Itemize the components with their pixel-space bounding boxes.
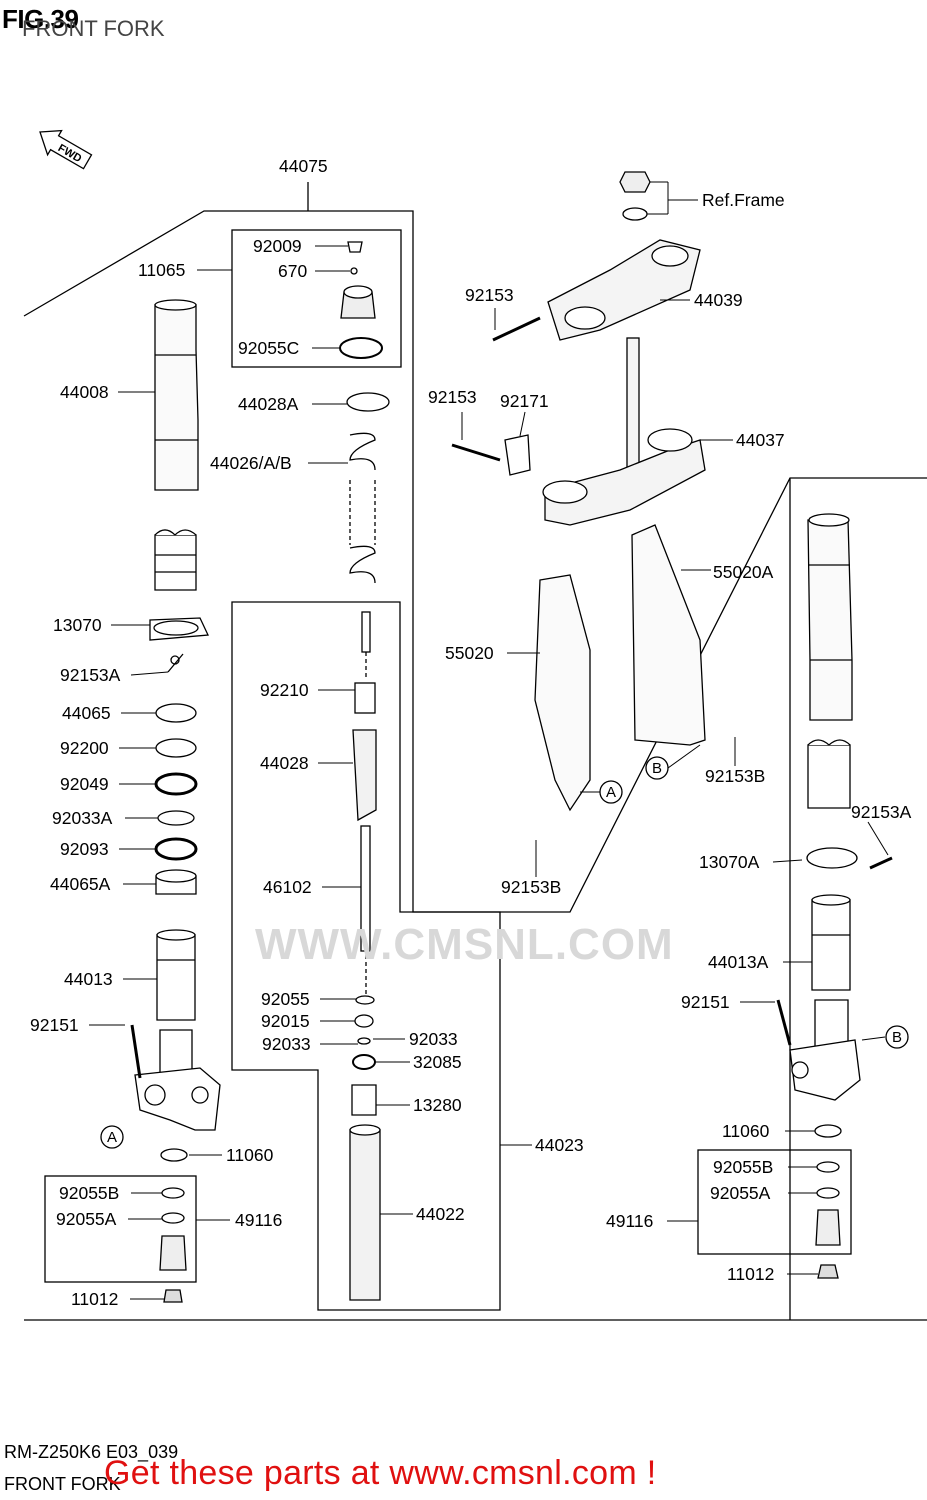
part-92009[interactable]: 92009 (253, 236, 302, 256)
part-55020[interactable]: 55020 (445, 643, 494, 663)
part-92153a-right[interactable]: 92153A (851, 802, 912, 822)
part-92033-b[interactable]: 92033 (262, 1034, 311, 1054)
part-92093[interactable]: 92093 (60, 839, 109, 859)
part-11012-right[interactable]: 11012 (727, 1264, 775, 1284)
fig-title: FRONT FORK (22, 16, 165, 41)
part-49116-left[interactable]: 49116 (235, 1210, 283, 1230)
part-11060-right[interactable]: 11060 (722, 1121, 770, 1141)
part-670[interactable]: 670 (278, 261, 308, 281)
callout-b-guard: B (652, 760, 662, 777)
part-92171[interactable]: 92171 (500, 391, 549, 411)
callout-b-right: B (892, 1029, 902, 1046)
fwd-badge-text: FWD (56, 142, 84, 165)
part-11060-left[interactable]: 11060 (226, 1145, 274, 1165)
fig-label: FIG.39 (2, 4, 79, 34)
part-92015[interactable]: 92015 (261, 1011, 310, 1031)
callout-a-guard: A (606, 784, 616, 801)
part-32085[interactable]: 32085 (413, 1052, 462, 1072)
part-ref-frame[interactable]: Ref.Frame (702, 190, 785, 210)
part-11065[interactable]: 11065 (138, 260, 186, 280)
part-92153b-right[interactable]: 92153B (705, 766, 766, 786)
part-44065a[interactable]: 44065A (50, 874, 111, 894)
part-44075[interactable]: 44075 (279, 156, 328, 176)
part-92151-right[interactable]: 92151 (681, 992, 730, 1012)
part-49116-right[interactable]: 49116 (606, 1211, 654, 1231)
part-46102[interactable]: 46102 (263, 877, 312, 897)
diagram-code: RM-Z250K6 E03_039 (4, 1442, 179, 1462)
part-92153-top[interactable]: 92153 (465, 285, 514, 305)
part-92055[interactable]: 92055 (261, 989, 310, 1009)
part-92200[interactable]: 92200 (60, 738, 109, 758)
part-92055a-left[interactable]: 92055A (56, 1209, 117, 1229)
part-92151-left[interactable]: 92151 (30, 1015, 79, 1035)
part-55020a[interactable]: 55020A (713, 562, 774, 582)
watermark: WWW.CMSNL.COM (255, 920, 674, 969)
part-92153a-left[interactable]: 92153A (60, 665, 121, 685)
part-92055b-right[interactable]: 92055B (713, 1157, 774, 1177)
part-44065[interactable]: 44065 (62, 703, 111, 723)
part-44026[interactable]: 44026/A/B (210, 453, 292, 473)
part-13070[interactable]: 13070 (53, 615, 102, 635)
part-92055c[interactable]: 92055C (238, 338, 300, 358)
part-44028a[interactable]: 44028A (238, 394, 299, 414)
part-92153-mid[interactable]: 92153 (428, 387, 477, 407)
part-92033-a[interactable]: 92033 (409, 1029, 458, 1049)
part-13280[interactable]: 13280 (413, 1095, 462, 1115)
fwd-arrow-icon: FWD (39, 129, 93, 170)
part-44022[interactable]: 44022 (416, 1204, 465, 1224)
part-92055a-right[interactable]: 92055A (710, 1183, 771, 1203)
part-44008[interactable]: 44008 (60, 382, 109, 402)
part-92153b-center[interactable]: 92153B (501, 877, 562, 897)
part-92210[interactable]: 92210 (260, 680, 309, 700)
part-44039[interactable]: 44039 (694, 290, 743, 310)
part-11012-left[interactable]: 11012 (71, 1289, 119, 1309)
part-92033a[interactable]: 92033A (52, 808, 113, 828)
part-13070a[interactable]: 13070A (699, 852, 760, 872)
part-92055b-left[interactable]: 92055B (59, 1183, 120, 1203)
part-92049[interactable]: 92049 (60, 774, 109, 794)
part-44023[interactable]: 44023 (535, 1135, 584, 1155)
footer-title: FRONT FORK (4, 1474, 121, 1494)
part-44037[interactable]: 44037 (736, 430, 785, 450)
part-44013[interactable]: 44013 (64, 969, 113, 989)
part-44028[interactable]: 44028 (260, 753, 309, 773)
promo-link[interactable]: Get these parts at www.cmsnl.com ! (104, 1454, 657, 1492)
part-44013a[interactable]: 44013A (708, 952, 769, 972)
callout-a-left: A (107, 1129, 117, 1146)
